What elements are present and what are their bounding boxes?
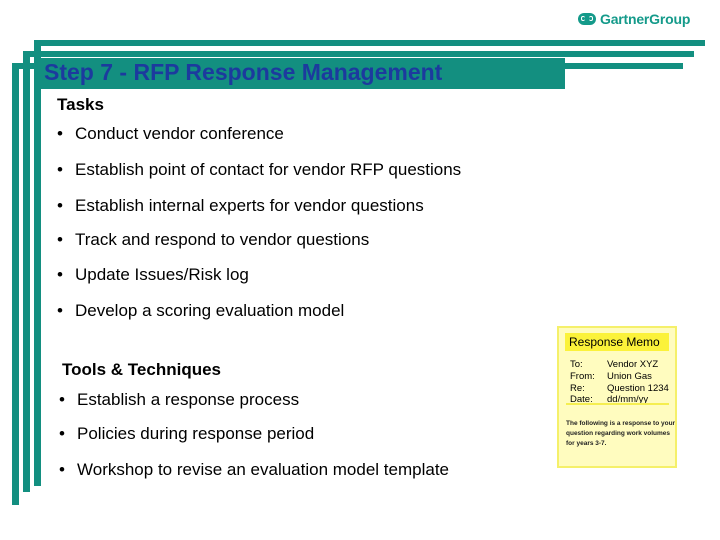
title-banner: [40, 58, 565, 89]
tool-item: •Establish a response process: [59, 390, 300, 409]
gartner-logo-icon: [578, 13, 596, 25]
bullet-icon: •: [59, 424, 65, 443]
frame-line-left-2: [23, 51, 30, 492]
gartnergroup-logo: GartnerGroup: [578, 11, 690, 27]
memo-to-value: Vendor XYZ: [607, 359, 659, 370]
memo-re-label: Re:: [570, 383, 585, 394]
memo-from-value: Union Gas: [607, 371, 652, 382]
memo-body-text: The following is a response to your ques…: [566, 420, 676, 447]
tool-item: •Workshop to revise an evaluation model …: [59, 460, 449, 479]
bullet-icon: •: [57, 160, 63, 179]
tools-heading: Tools & Techniques: [62, 360, 221, 379]
frame-line-left-3: [12, 63, 19, 505]
bullet-icon: •: [59, 390, 65, 409]
bullet-icon: •: [57, 265, 63, 284]
memo-from-label: From:: [570, 371, 595, 382]
tasks-heading: Tasks: [57, 95, 104, 114]
memo-date-label: Date:: [570, 394, 593, 405]
task-item: •Conduct vendor conference: [57, 124, 284, 143]
task-item: •Establish internal experts for vendor q…: [57, 196, 424, 215]
frame-line-left-1: [34, 40, 41, 486]
bullet-icon: •: [59, 460, 65, 479]
bullet-icon: •: [57, 301, 63, 320]
memo-divider: [566, 403, 669, 405]
task-item: •Track and respond to vendor questions: [57, 230, 370, 249]
slide-title: Step 7 - RFP Response Management: [44, 59, 443, 85]
bullet-icon: •: [57, 230, 63, 249]
task-item: •Develop a scoring evaluation model: [57, 301, 345, 320]
task-item: •Update Issues/Risk log: [57, 265, 249, 284]
bullet-icon: •: [57, 124, 63, 143]
task-item: •Establish point of contact for vendor R…: [57, 160, 462, 179]
memo-date-value: dd/mm/yy: [607, 394, 649, 405]
frame-line-top-1: [34, 40, 705, 46]
memo-re-value: Question 1234: [607, 383, 669, 394]
frame-line-top-2: [23, 51, 694, 57]
memo-to-label: To:: [570, 359, 583, 370]
memo-title: Response Memo: [565, 333, 669, 351]
logo-text: GartnerGroup: [600, 11, 691, 27]
bullet-icon: •: [57, 196, 63, 215]
tool-item: •Policies during response period: [59, 424, 315, 443]
